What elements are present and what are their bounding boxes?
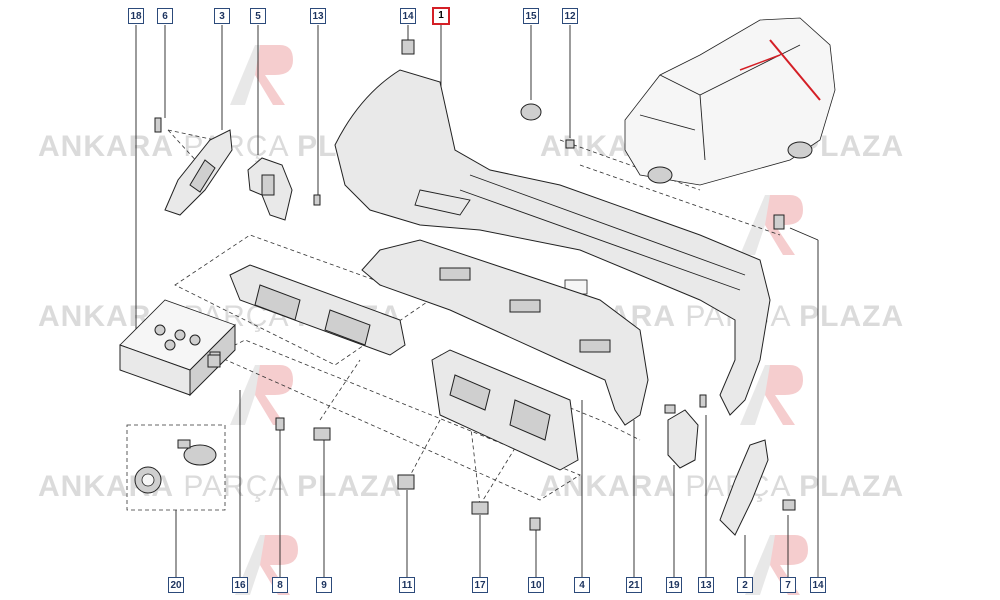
callout-1-highlighted[interactable]: 1 xyxy=(432,7,450,25)
callout-16[interactable]: 16 xyxy=(232,577,248,593)
part-20-sensor-kit xyxy=(126,424,226,511)
callout-6[interactable]: 6 xyxy=(157,8,173,24)
callout-14-top[interactable]: 14 xyxy=(400,8,416,24)
part-16-upper-absorber xyxy=(229,264,406,356)
part-18-fastener-kit-box xyxy=(119,299,236,397)
part-9-clip xyxy=(313,427,331,441)
callout-10[interactable]: 10 xyxy=(528,577,544,593)
callout-3[interactable]: 3 xyxy=(214,8,230,24)
callout-5[interactable]: 5 xyxy=(250,8,266,24)
part-17-clip xyxy=(471,501,489,515)
leader-lines xyxy=(135,25,819,577)
callout-18[interactable]: 18 xyxy=(128,8,144,24)
callout-7[interactable]: 7 xyxy=(780,577,796,593)
callout-11[interactable]: 11 xyxy=(399,577,415,593)
callout-13-bottom[interactable]: 13 xyxy=(698,577,714,593)
callout-14-bottom[interactable]: 14 xyxy=(810,577,826,593)
part-7-bolt xyxy=(782,499,796,511)
vehicle-thumbnail xyxy=(624,17,836,186)
callout-20[interactable]: 20 xyxy=(168,577,184,593)
part-2-right-side-bracket xyxy=(719,439,769,536)
part-15-grommet xyxy=(520,103,542,121)
part-4-lower-absorber xyxy=(431,349,579,471)
part-8-clip xyxy=(275,417,285,431)
callout-13-top[interactable]: 13 xyxy=(310,8,326,24)
part-13-bolt-lower xyxy=(699,394,707,408)
part-14-clip-right xyxy=(773,214,785,230)
callout-12[interactable]: 12 xyxy=(562,8,578,24)
part-5-mount-bracket xyxy=(247,157,293,221)
part-14-clip xyxy=(401,39,415,55)
callout-9[interactable]: 9 xyxy=(316,577,332,593)
part-13-bolt xyxy=(313,194,321,206)
callout-2[interactable]: 2 xyxy=(737,577,753,593)
part-21-lower-diffuser xyxy=(361,239,649,426)
part-3-side-bracket xyxy=(154,117,233,216)
part-11-clip xyxy=(397,474,415,490)
callout-21[interactable]: 21 xyxy=(626,577,642,593)
callout-19[interactable]: 19 xyxy=(666,577,682,593)
part-19-right-bracket xyxy=(664,404,699,469)
callout-15[interactable]: 15 xyxy=(523,8,539,24)
callout-8[interactable]: 8 xyxy=(272,577,288,593)
part-12-screw xyxy=(565,139,575,149)
callout-4[interactable]: 4 xyxy=(574,577,590,593)
part-10-screw xyxy=(529,517,541,531)
part-16-clip xyxy=(207,354,221,368)
callout-17[interactable]: 17 xyxy=(472,577,488,593)
